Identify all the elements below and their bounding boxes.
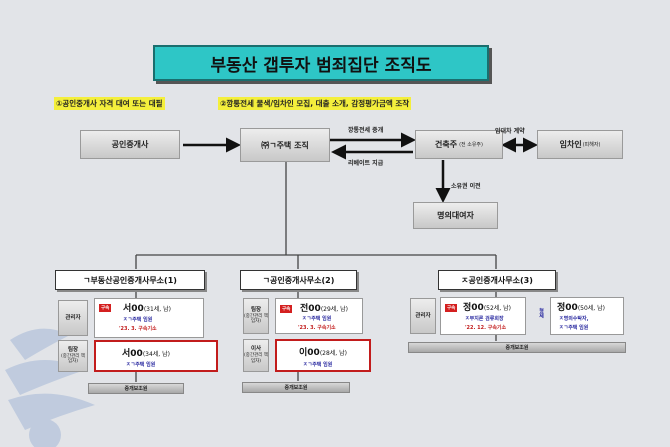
edge-label-jeonse: 깡통전세 중개	[348, 127, 384, 134]
arrest-tag: 구속	[280, 305, 293, 313]
office2-person1: 구속 전00(29세, 남) ㅈㄱ주택 임원 '23. 3. 구속기소	[275, 298, 363, 334]
office1-header: ㄱ부동산공인중개사무소(1)	[55, 270, 205, 290]
office1-footer: 중개보조원	[88, 383, 184, 394]
owner-box: 건축주 (전 소유주)	[415, 130, 503, 159]
office3-person1: 구속 정00(52세, 남) ㅈ부지론 검류회장 '22. 12. 구속기소	[440, 297, 526, 335]
nominee-box: 명의대여자	[413, 202, 498, 229]
office1-person2: 서00(34세, 남) ㅈㄱ주택 임원	[94, 340, 218, 372]
edge-label-contract: 임대차 계약	[495, 128, 525, 135]
office2-header: ㄱ공인중개사무소(2)	[240, 270, 357, 290]
edge-label-rebate: 리베이트 지급	[348, 160, 384, 167]
office2-role-leader: 팀장 (중간관리 책임자)	[243, 298, 269, 334]
office2-role-director: 이사 (중간관리 책임자)	[243, 339, 269, 372]
edge-label-transfer: 소유권 이전	[451, 183, 481, 190]
office1-person1: 구속 서00(31세, 남) ㅈㄱ주택 임원 '23. 3. 구속기소	[94, 298, 204, 338]
office2-person2: 이00(28세, 남) ㅈㄱ주택 임원	[275, 339, 371, 372]
arrest-tag: 구속	[445, 304, 458, 312]
office3-person2: 정00(50세, 남) ㅈ명의수탁자, ㅈㄱ주택 임원	[550, 297, 624, 335]
office1-role-leader: 팀장 (중간관리 책임자)	[58, 340, 88, 372]
note-license-lending: ①공인중개사 자격 대여 또는 대필	[54, 97, 165, 110]
arrest-tag: 구속	[99, 304, 112, 312]
office1-role-manager: 관리자	[58, 300, 88, 336]
note-jeonse-scheme: ②깡통전세 물색/임차인 모집, 대출 소개, 감정평가금액 조작	[218, 97, 412, 110]
owner-label: 건축주	[435, 140, 458, 149]
page-title: 부동산 갭투자 범죄집단 조직도	[153, 45, 489, 81]
tenant-sublabel: (피해자)	[582, 142, 601, 148]
broker-box: 공인중개사	[80, 130, 180, 159]
office3-footer: 중개보조원	[408, 342, 626, 353]
tenant-box: 임차인 (피해자)	[537, 130, 623, 159]
owner-sublabel: (전 소유주)	[459, 142, 483, 148]
office3-header: ㅈ공인중개사무소(3)	[438, 270, 556, 290]
office2-footer: 중개보조원	[242, 382, 350, 393]
office3-relation-label: 형제	[538, 308, 544, 318]
org-box: ㈜ㄱ주택 조직	[240, 128, 330, 162]
office3-role-manager: 관리자	[410, 298, 436, 334]
tenant-label: 임차인	[559, 140, 582, 149]
